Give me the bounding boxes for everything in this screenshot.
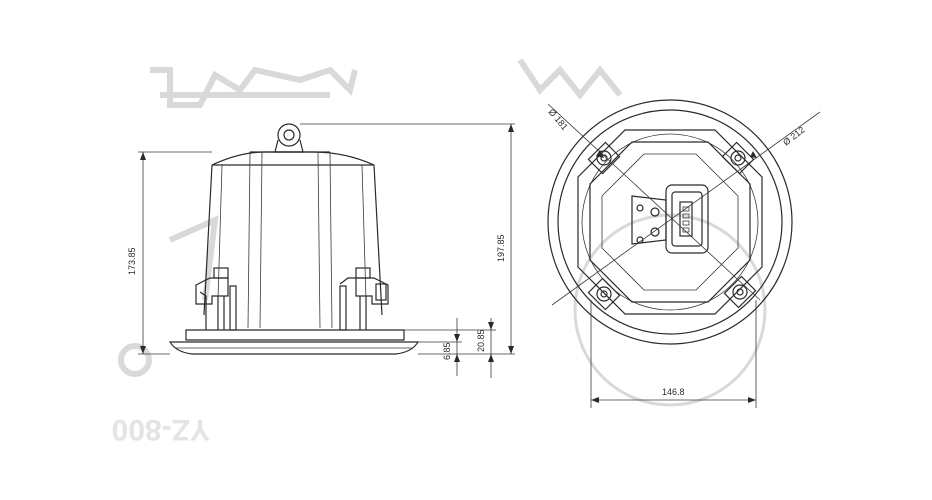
dim-6-85-label: 6.85 — [442, 342, 452, 360]
dim-body-height: 173.85 — [127, 151, 212, 355]
dim-rim-thickness: 6.85 — [418, 318, 462, 376]
side-view: 173.85 197.85 20.85 6.85 — [127, 123, 515, 378]
top-view: Ø 181 Ø 212 146.8 — [546, 99, 821, 408]
dim-width: 146.8 — [590, 300, 757, 408]
screw-top-right — [721, 141, 755, 175]
screw-top-left — [587, 141, 621, 175]
terminal-block — [631, 184, 709, 254]
dim-flange-height: 20.85 — [404, 318, 496, 378]
mounting-eye — [277, 123, 301, 147]
mounting-screws — [587, 141, 757, 311]
speaker-body — [203, 164, 383, 316]
watermark-text: YZ-800 — [112, 413, 210, 446]
flange — [185, 329, 405, 341]
dim-total-height: 197.85 — [300, 123, 515, 355]
dim-20-85-label: 20.85 — [476, 329, 486, 352]
dim-197-85-label: 197.85 — [496, 234, 506, 262]
dim-181-label: Ø 181 — [546, 107, 569, 132]
right-clamp — [339, 267, 389, 331]
background-ghost-art: YZ-800 — [112, 58, 767, 446]
outer-rim-circle — [547, 99, 793, 345]
grille-rim — [168, 341, 420, 355]
inner-rim-circle — [557, 109, 783, 335]
top-cap — [211, 151, 375, 166]
screw-bottom-right — [723, 275, 757, 309]
dim-212-label: Ø 212 — [781, 125, 806, 148]
dim-146-8-label: 146.8 — [662, 387, 685, 397]
screw-bottom-left — [587, 277, 621, 311]
octagon-body — [577, 129, 763, 315]
left-clamp — [195, 267, 237, 331]
dim-173-85-label: 173.85 — [127, 247, 137, 275]
